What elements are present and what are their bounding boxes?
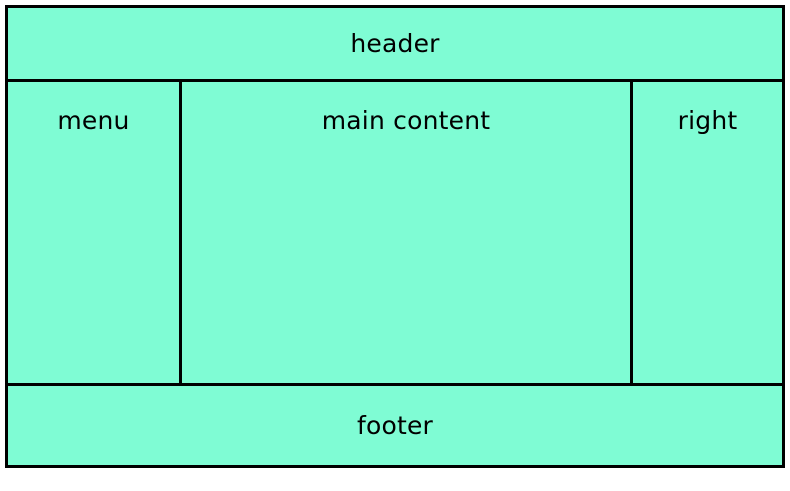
header-region: header xyxy=(8,8,782,82)
footer-region-label: footer xyxy=(356,411,434,440)
main-content-region: main content xyxy=(179,82,633,383)
main-content-region-label: main content xyxy=(321,106,491,135)
layout-diagram: header menu main content right footer xyxy=(5,5,785,468)
right-region-label: right xyxy=(677,106,738,135)
menu-region: menu xyxy=(8,82,179,383)
right-region: right xyxy=(633,82,782,383)
menu-region-label: menu xyxy=(57,106,130,135)
body-region: menu main content right xyxy=(8,82,782,386)
header-region-label: header xyxy=(350,29,440,58)
footer-region: footer xyxy=(8,386,782,465)
